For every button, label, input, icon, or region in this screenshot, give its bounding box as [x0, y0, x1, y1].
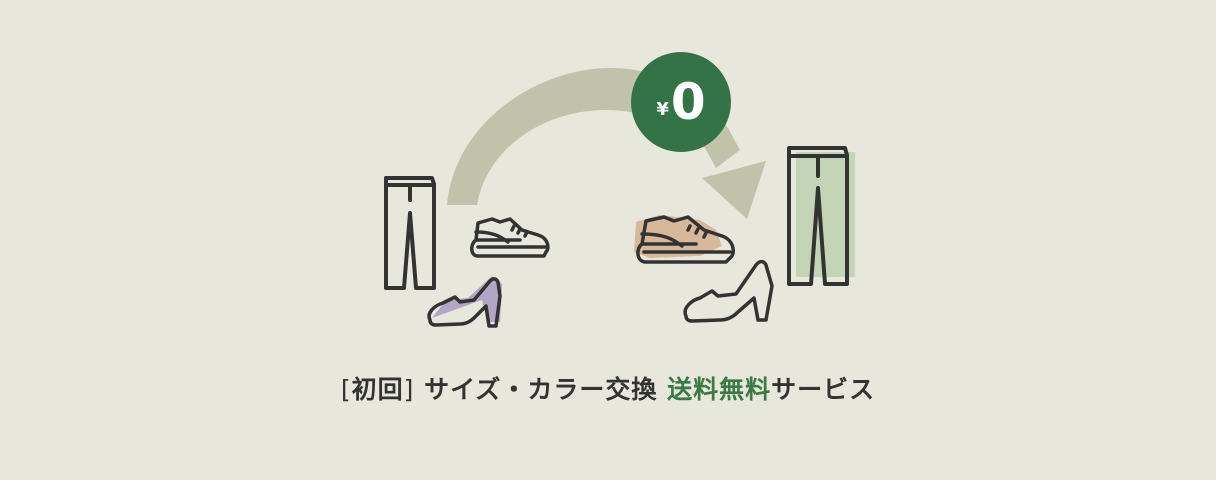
high-heel-outline-icon	[683, 259, 774, 323]
high-heel-icon	[427, 276, 502, 328]
bracket-close: ]	[403, 375, 415, 404]
pants-green-icon	[787, 146, 855, 286]
sneaker-tan-icon	[634, 215, 736, 264]
caption-prefix: 初回	[351, 375, 404, 404]
caption-highlight: 送料無料	[667, 375, 772, 404]
bracket-open: [	[340, 375, 352, 404]
price-amount: 0	[670, 73, 706, 131]
price-badge: ¥ 0	[631, 52, 731, 152]
pants-icon	[384, 176, 436, 290]
sneaker-icon	[470, 217, 550, 258]
caption-service: サイズ・カラー交換	[414, 375, 668, 404]
banner-caption: [初回] サイズ・カラー交換 送料無料サービス	[0, 370, 1216, 406]
caption-suffix: サービス	[771, 375, 876, 404]
yen-symbol: ¥	[656, 98, 669, 120]
